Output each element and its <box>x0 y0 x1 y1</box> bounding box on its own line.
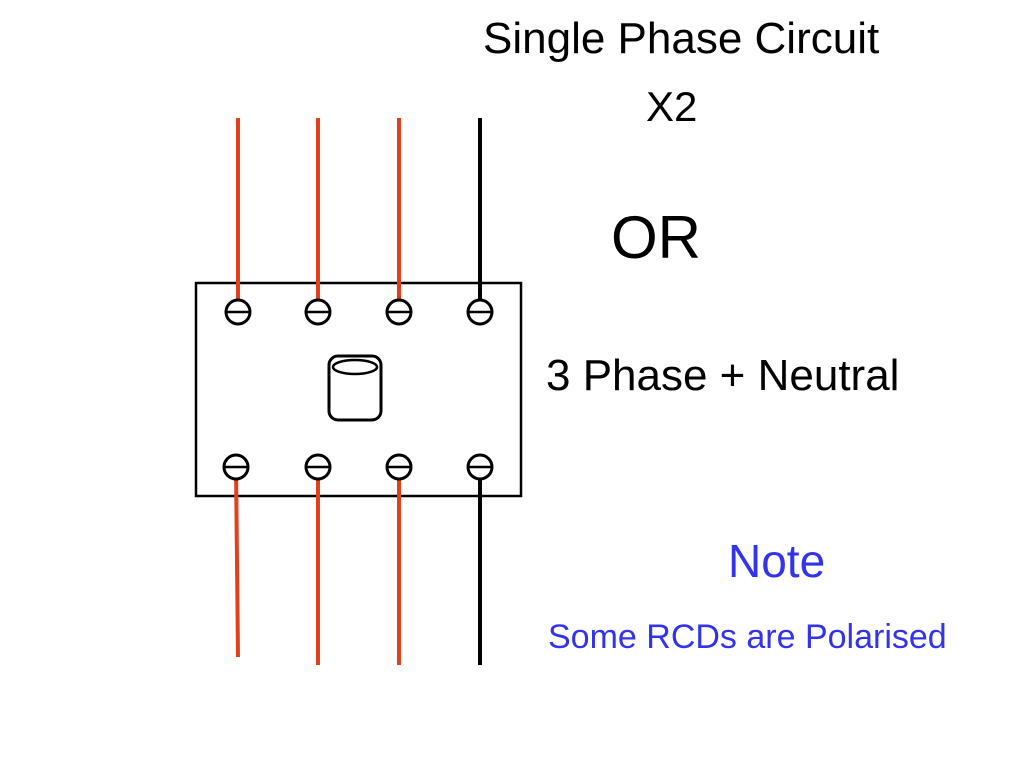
terminal-screw-icon <box>466 453 494 481</box>
title-single-phase-circuit: Single Phase Circuit <box>483 14 880 63</box>
or-label: OR <box>611 204 701 271</box>
terminal-screw-icon <box>222 453 250 481</box>
test-button-icon <box>327 354 383 422</box>
three-phase-neutral-label: 3 Phase + Neutral <box>546 351 900 400</box>
terminal-screw-icon <box>385 453 413 481</box>
terminal-screw-icon <box>304 298 332 326</box>
title-multiplier: X2 <box>646 83 698 130</box>
terminal-screw-icon <box>466 298 494 326</box>
terminal-screw-icon <box>385 298 413 326</box>
bottom-wire-phase-1 <box>234 466 240 658</box>
terminal-screw-icon <box>304 453 332 481</box>
note-heading: Note <box>728 535 826 587</box>
terminal-screw-icon <box>224 298 252 326</box>
note-text: Some RCDs are Polarised <box>548 618 947 656</box>
